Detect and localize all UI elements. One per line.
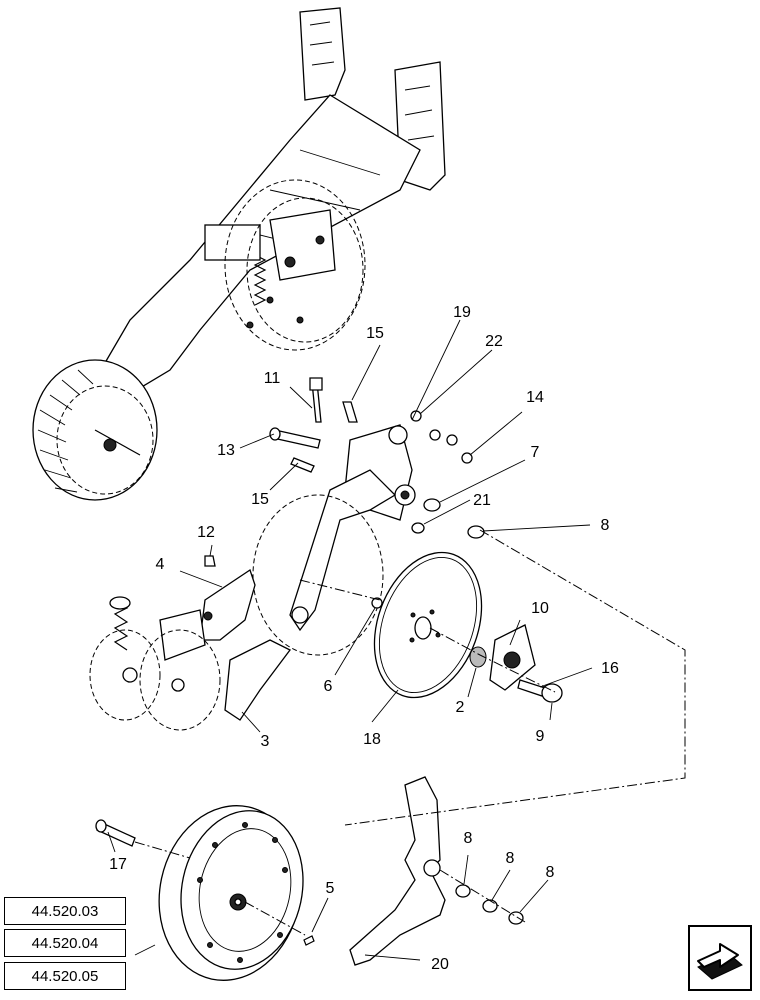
leader-lines	[107, 319, 593, 961]
callout-8: 8	[506, 850, 515, 867]
arrow-right-icon	[697, 943, 743, 980]
callout-21: 21	[473, 492, 491, 509]
callout-3: 3	[261, 733, 270, 750]
reference-link-44-520-03[interactable]: 44.520.03	[4, 897, 126, 925]
callout-8: 8	[601, 517, 610, 534]
callout-17: 17	[109, 856, 127, 873]
callout-10: 10	[531, 600, 549, 617]
callout-15: 15	[251, 491, 269, 508]
opener-disc-group	[371, 551, 563, 703]
gauge-wheel-group	[95, 805, 315, 981]
callout-8: 8	[546, 864, 555, 881]
callout-19: 19	[453, 304, 471, 321]
callout-11: 11	[264, 370, 281, 387]
reference-link-44-520-04[interactable]: 44.520.04	[4, 929, 126, 957]
callout-5: 5	[326, 880, 335, 897]
reference-link-44-520-05[interactable]: 44.520.05	[4, 962, 126, 990]
callout-7: 7	[531, 444, 540, 461]
callout-4: 4	[156, 556, 165, 573]
seed-tube-group	[89, 555, 291, 731]
callout-20: 20	[431, 956, 449, 973]
callout-16: 16	[601, 660, 619, 677]
callout-14: 14	[526, 389, 544, 406]
callout-2: 2	[456, 699, 465, 716]
callout-8: 8	[464, 830, 473, 847]
callout-6: 6	[324, 678, 333, 695]
navigate-button[interactable]	[688, 925, 752, 991]
gauge-wheel-arm	[349, 776, 524, 966]
callout-13: 13	[217, 442, 235, 459]
callout-12: 12	[197, 524, 215, 541]
alignment-lines	[134, 529, 686, 936]
callout-9: 9	[536, 728, 545, 745]
callout-22: 22	[485, 333, 503, 350]
planter-row-unit-assembly	[32, 7, 446, 501]
callout-15: 15	[366, 325, 384, 342]
callout-18: 18	[363, 731, 381, 748]
disc-opener-arm	[252, 377, 485, 656]
